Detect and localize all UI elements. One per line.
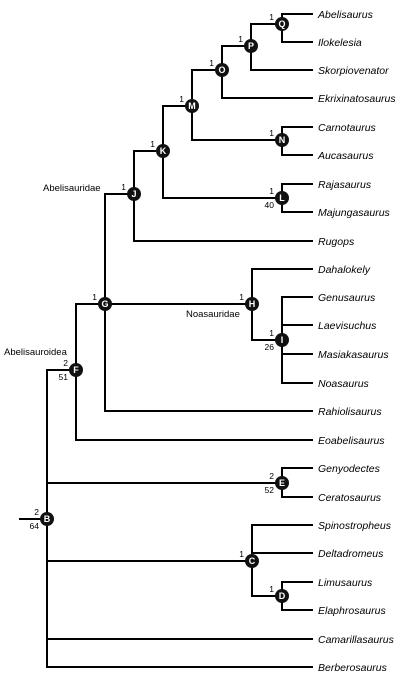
taxon-label-aucasaurus: Aucasaurus: [317, 150, 374, 162]
node-e-support-bottom: 52: [265, 485, 275, 495]
node-d-support-top: 1: [269, 584, 274, 594]
node-m-support-top: 1: [179, 94, 184, 104]
node-e-support-top: 2: [269, 471, 274, 481]
node-g-marker: [98, 297, 112, 311]
node-i-letter: I: [281, 335, 284, 345]
node-j-marker: [127, 187, 141, 201]
node-q-letter: Q: [278, 19, 285, 29]
taxon-label-camarillasaurus: Camarillasaurus: [318, 634, 395, 646]
taxon-label-rugops: Rugops: [318, 236, 355, 248]
taxon-label-noasaurus: Noasaurus: [318, 378, 370, 390]
taxon-label-dahalokely: Dahalokely: [318, 264, 371, 276]
taxon-label-majungasaurus: Majungasaurus: [318, 207, 391, 219]
node-c-marker: [245, 554, 259, 568]
node-k-marker: [156, 144, 170, 158]
node-h-letter: H: [249, 299, 256, 309]
taxon-label-ceratosaurus: Ceratosaurus: [318, 492, 382, 504]
taxon-label-genusaurus: Genusaurus: [318, 292, 376, 304]
node-j-support-top: 1: [121, 182, 126, 192]
node-n-letter: N: [279, 135, 286, 145]
node-i-support-bottom: 26: [265, 342, 275, 352]
taxon-label-ekrixinatosaurus: Ekrixinatosaurus: [318, 93, 396, 105]
node-o-marker: [215, 63, 229, 77]
clade-label-abelisauroidea: Abelisauroidea: [4, 347, 68, 358]
node-q-support-top: 1: [269, 12, 274, 22]
node-k-support-top: 1: [150, 139, 155, 149]
node-p-marker: [244, 39, 258, 53]
node-o-letter: O: [218, 65, 225, 75]
node-k-letter: K: [160, 146, 167, 156]
node-b-support-bottom: 64: [30, 521, 40, 531]
node-c-support-top: 1: [239, 549, 244, 559]
node-q-marker: [275, 17, 289, 31]
node-f-support-top: 2: [63, 358, 68, 368]
node-h-support-top: 1: [239, 292, 244, 302]
node-f-support-bottom: 51: [59, 372, 69, 382]
node-m-marker: [185, 99, 199, 113]
node-b-support-top: 2: [34, 507, 39, 517]
taxon-label-carnotaurus: Carnotaurus: [318, 122, 377, 134]
taxon-label-rahiolisaurus: Rahiolisaurus: [318, 406, 382, 418]
taxon-label-spinostropheus: Spinostropheus: [318, 520, 392, 532]
taxon-label-skorpiovenator: Skorpiovenator: [318, 65, 389, 77]
taxon-label-berberosaurus: Berberosaurus: [318, 662, 388, 674]
node-i-marker: [275, 333, 289, 347]
tree-nodes: B264C1D1E252F251G1H1I126J1K1L140M1N1O1P1…: [30, 12, 289, 603]
taxon-label-rajasaurus: Rajasaurus: [318, 179, 372, 191]
clade-label-abelisauridae: Abelisauridae: [43, 183, 101, 194]
node-l-marker: [275, 191, 289, 205]
node-i-support-top: 1: [269, 328, 274, 338]
taxon-label-eoabelisaurus: Eoabelisaurus: [318, 435, 385, 447]
node-o-support-top: 1: [209, 58, 214, 68]
taxon-label-deltadromeus: Deltadromeus: [318, 548, 384, 560]
node-b-marker: [40, 512, 54, 526]
node-m-letter: M: [188, 101, 196, 111]
taxon-label-laevisuchus: Laevisuchus: [318, 320, 377, 332]
tree-branches: [19, 13, 313, 668]
node-h-marker: [245, 297, 259, 311]
clade-label-noasauridae: Noasauridae: [186, 309, 240, 320]
node-d-letter: D: [279, 591, 286, 601]
taxon-labels: AbelisaurusIlokelesiaSkorpiovenatorEkrix…: [317, 9, 396, 674]
taxon-label-genyodectes: Genyodectes: [318, 463, 381, 475]
node-g-letter: G: [101, 299, 108, 309]
node-l-support-top: 1: [269, 186, 274, 196]
node-g-support-top: 1: [92, 292, 97, 302]
taxon-label-limusaurus: Limusaurus: [318, 577, 373, 589]
node-l-support-bottom: 40: [265, 200, 275, 210]
taxon-label-abelisaurus: Abelisaurus: [317, 9, 374, 21]
node-n-support-top: 1: [269, 128, 274, 138]
node-l-letter: L: [279, 193, 285, 203]
node-e-letter: E: [279, 478, 285, 488]
node-b-letter: B: [44, 514, 51, 524]
node-f-letter: F: [73, 365, 79, 375]
taxon-label-ilokelesia: Ilokelesia: [318, 37, 362, 49]
taxon-label-masiakasaurus: Masiakasaurus: [318, 349, 389, 361]
node-n-marker: [275, 133, 289, 147]
node-e-marker: [275, 476, 289, 490]
node-p-support-top: 1: [238, 34, 243, 44]
node-p-letter: P: [248, 41, 254, 51]
node-d-marker: [275, 589, 289, 603]
node-f-marker: [69, 363, 83, 377]
node-j-letter: J: [131, 189, 136, 199]
node-c-letter: C: [249, 556, 256, 566]
taxon-label-elaphrosaurus: Elaphrosaurus: [318, 605, 386, 617]
